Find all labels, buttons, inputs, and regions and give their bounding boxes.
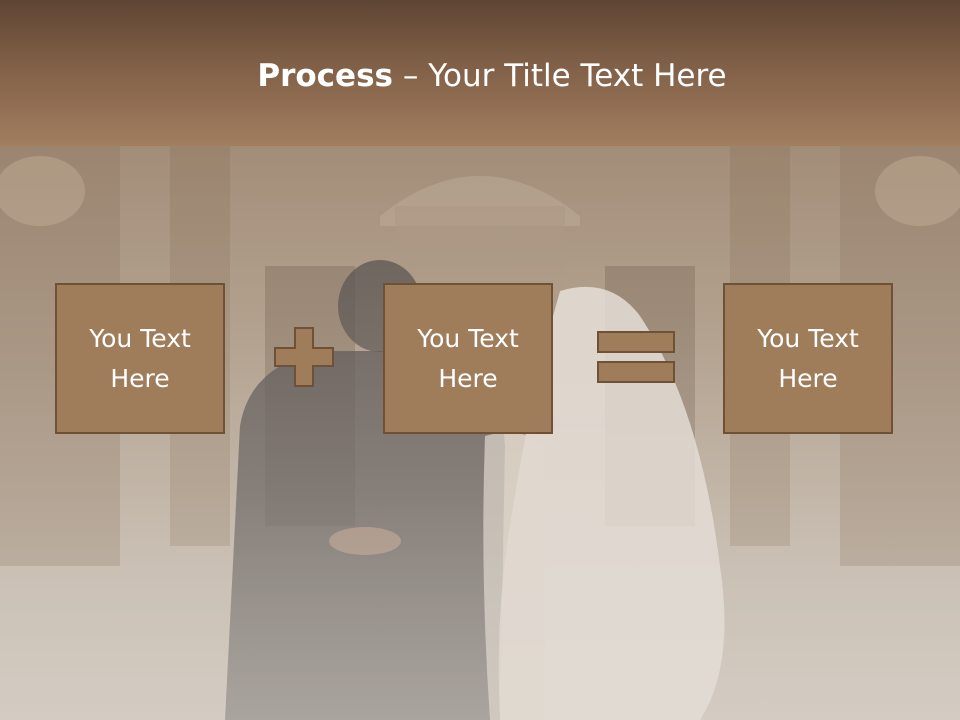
title-rest: – Your Title Text Here — [393, 58, 727, 94]
process-box-2[interactable]: You Text Here — [383, 283, 553, 434]
process-box-3-label: You Text Here — [757, 323, 859, 393]
title-bar: Process – Your Title Text Here — [0, 0, 960, 146]
plus-icon — [274, 327, 334, 387]
process-box-1-label: You Text Here — [89, 323, 191, 393]
process-box-2-label: You Text Here — [417, 323, 519, 393]
equals-icon — [597, 331, 675, 383]
title-bold: Process — [257, 58, 393, 94]
process-box-1[interactable]: You Text Here — [55, 283, 225, 434]
process-box-3[interactable]: You Text Here — [723, 283, 893, 434]
slide-title: Process – Your Title Text Here — [0, 56, 960, 96]
